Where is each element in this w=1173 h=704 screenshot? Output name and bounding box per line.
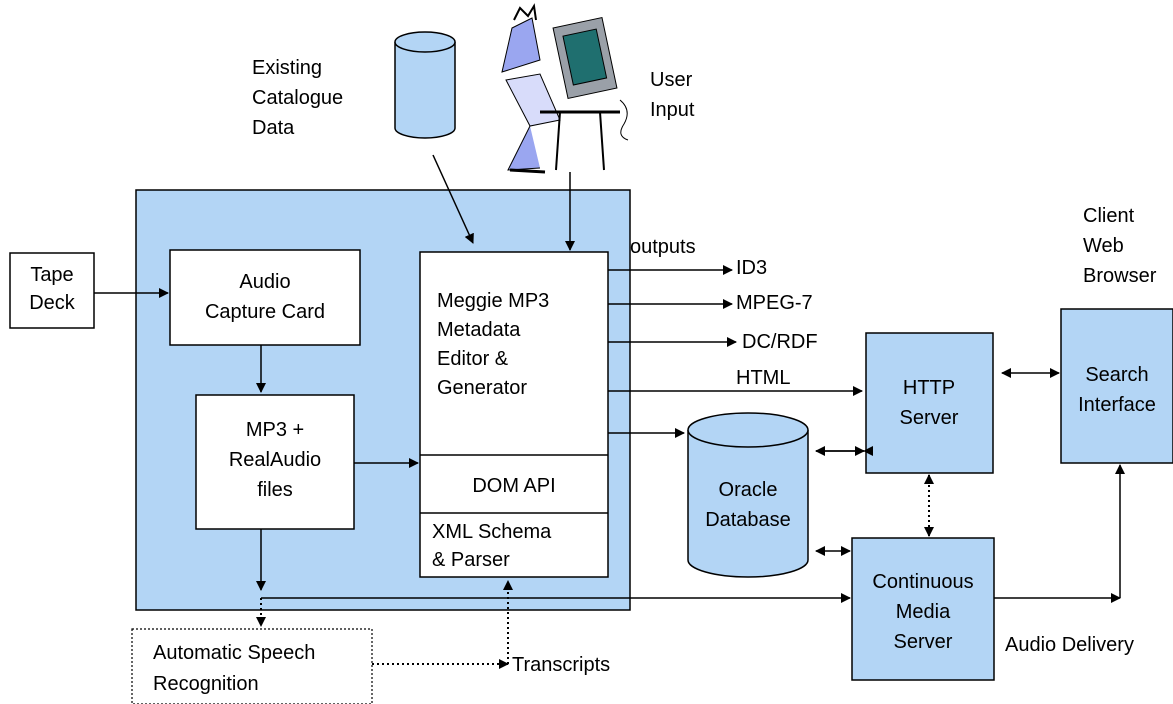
http-label-2: Server	[900, 407, 959, 429]
cms-label-1: Continuous	[872, 571, 973, 593]
search-interface-box	[1060, 308, 1173, 464]
continuous-media-server-box	[851, 537, 995, 681]
search-label-2: Interface	[1078, 394, 1156, 416]
tape-deck-label-1: Tape	[30, 264, 73, 286]
xml-schema-label: XML Schema & Parser	[432, 521, 552, 571]
asr-label-2: Recognition	[153, 673, 259, 695]
svg-text:Browser: Browser	[1083, 265, 1157, 287]
client-web-browser-label: Client Web Browser	[1083, 205, 1157, 287]
svg-text:Web: Web	[1083, 235, 1124, 257]
svg-text:Client: Client	[1083, 205, 1135, 227]
audio-capture-card-box	[169, 249, 361, 346]
html-label: HTML	[736, 367, 790, 389]
search-label-1: Search	[1085, 364, 1148, 386]
svg-text:Generator: Generator	[437, 377, 527, 399]
tape-deck-box	[9, 252, 95, 329]
meggie-editor-box	[419, 251, 609, 578]
audio-delivery-label: Audio Delivery	[1005, 634, 1134, 656]
asr-box	[131, 628, 373, 704]
svg-text:User: User	[650, 69, 693, 91]
cms-label-2: Media	[896, 601, 951, 623]
connectors	[94, 154, 1125, 669]
oracle-database-icon	[687, 412, 809, 578]
dom-api-label: DOM API	[472, 475, 555, 497]
cms-label-3: Server	[894, 631, 953, 653]
svg-text:Data: Data	[252, 117, 295, 139]
mp3-label-3: files	[257, 479, 293, 501]
http-label-1: HTTP	[903, 377, 955, 399]
svg-text:Editor &: Editor &	[437, 348, 509, 370]
mp3-files-box	[195, 394, 355, 530]
mp3-label-2: RealAudio	[229, 449, 321, 471]
user-at-computer-icon	[501, 3, 629, 174]
user-input-label: User Input	[650, 69, 695, 121]
existing-catalogue-label: Existing Catalogue Data	[252, 57, 343, 139]
svg-text:& Parser: & Parser	[432, 549, 510, 571]
svg-text:Input: Input	[650, 99, 695, 121]
oracle-label-1: Oracle	[719, 479, 778, 501]
svg-text:Existing: Existing	[252, 57, 322, 79]
asr-label-1: Automatic Speech	[153, 642, 315, 664]
svg-text:Metadata: Metadata	[437, 319, 521, 341]
id3-label: ID3	[736, 257, 767, 279]
svg-text:Catalogue: Catalogue	[252, 87, 343, 109]
mp3-label-1: MP3 +	[246, 419, 304, 441]
meggie-editor-label: Meggie MP3 Metadata Editor & Generator	[437, 290, 549, 399]
oracle-label-2: Database	[705, 509, 791, 531]
mpeg7-label: MPEG-7	[736, 292, 813, 314]
svg-text:Meggie MP3: Meggie MP3	[437, 290, 549, 312]
dcrdf-label: DC/RDF	[742, 331, 818, 353]
http-server-box	[865, 332, 994, 474]
svg-text:XML Schema: XML Schema	[432, 521, 552, 543]
outputs-label: outputs	[630, 236, 696, 258]
tape-deck-label-2: Deck	[29, 292, 76, 314]
audio-capture-label-1: Audio	[239, 271, 290, 293]
audio-capture-label-2: Capture Card	[205, 301, 325, 323]
transcripts-label: Transcripts	[512, 654, 610, 676]
catalogue-database-icon	[394, 31, 456, 139]
